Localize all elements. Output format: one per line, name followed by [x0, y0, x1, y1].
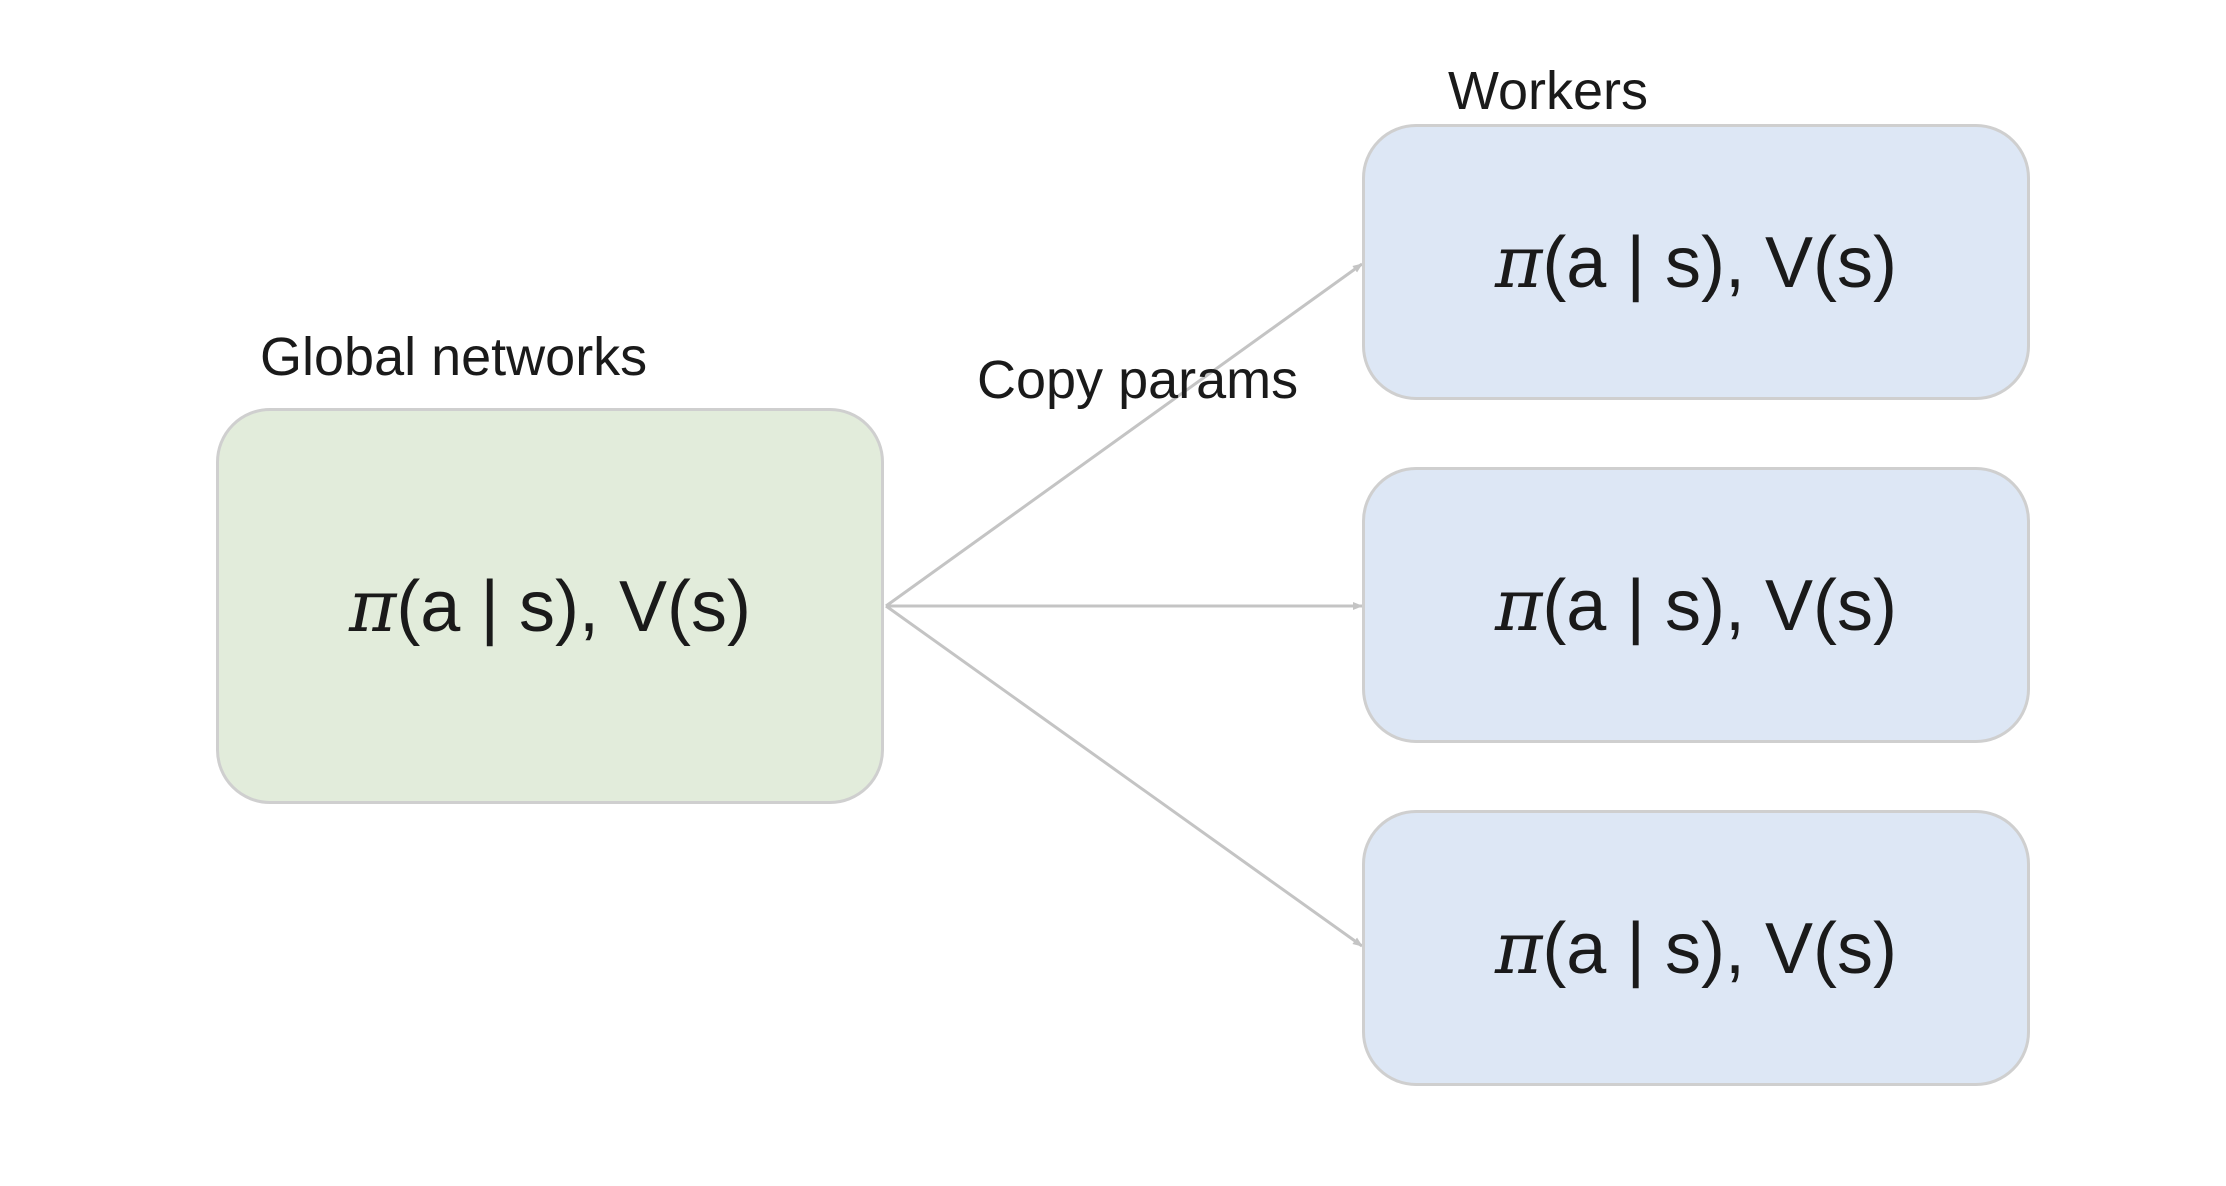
worker-formula: π(a | s), V(s): [1495, 226, 1897, 299]
arrow-to-worker-3: [885, 604, 1363, 948]
formula-args: (a | s), V(s): [396, 566, 752, 647]
pi-symbol: π: [1494, 219, 1543, 304]
pi-symbol: π: [1494, 562, 1543, 647]
formula-args: (a | s), V(s): [1542, 908, 1898, 989]
worker-formula: π(a | s), V(s): [1495, 912, 1897, 985]
worker-box-2: π(a | s), V(s): [1362, 467, 2030, 743]
pi-symbol: π: [1494, 905, 1543, 990]
copy-params-label: Copy params: [977, 350, 1299, 410]
worker-box-3: π(a | s), V(s): [1362, 810, 2030, 1086]
formula-args: (a | s), V(s): [1542, 222, 1898, 303]
workers-label: Workers: [1448, 61, 1649, 121]
arrow-to-worker-1: [885, 262, 1363, 608]
global-networks-label: Global networks: [260, 327, 648, 387]
global-network-box: π(a | s), V(s): [216, 408, 884, 804]
worker-formula: π(a | s), V(s): [1495, 569, 1897, 642]
worker-box-1: π(a | s), V(s): [1362, 124, 2030, 400]
formula-args: (a | s), V(s): [1542, 565, 1898, 646]
global-network-formula: π(a | s), V(s): [349, 570, 751, 643]
pi-symbol: π: [348, 563, 397, 648]
